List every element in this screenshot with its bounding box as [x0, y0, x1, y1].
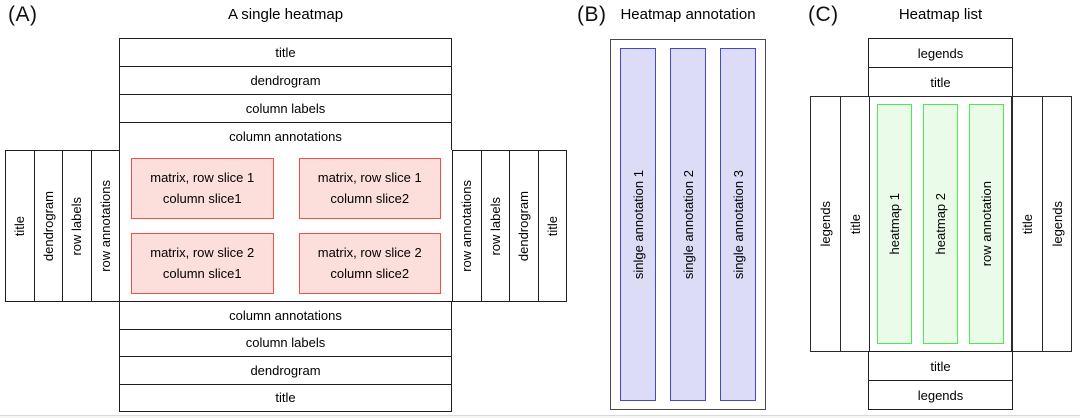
col-row-labels-label: row labels [69, 196, 85, 256]
col-row-labels-label: row labels [487, 196, 503, 256]
col-dendrogram-label: dendrogram [40, 190, 56, 262]
row-title: title [120, 383, 451, 412]
col-legends: legends [811, 97, 840, 351]
col-row-labels: row labels [480, 151, 510, 301]
col-title: title [6, 151, 34, 301]
col-title-label: title [544, 215, 560, 237]
matrix-cell-line2: column slice1 [162, 265, 242, 281]
annotation-bar-3-label: single annotation 3 [730, 169, 746, 280]
col-row-annotations: row annotations [90, 151, 120, 301]
col-dendrogram: dendrogram [33, 151, 63, 301]
annotation-bar-1-label: sinlge annotation 1 [630, 169, 646, 280]
row-column-labels: column labels [120, 94, 451, 122]
panel-a-left-columns: title dendrogram row labels row annotati… [5, 150, 120, 302]
matrix-cell-line1: matrix, row slice 2 [317, 245, 422, 261]
col-legends-label: legends [1049, 201, 1065, 247]
row-annotation-bar-label: row annotation [979, 181, 994, 267]
annotation-bar-2-label: single annotation 2 [680, 169, 696, 280]
col-title-label: title [1020, 213, 1035, 235]
panel-b-label: (B) [577, 3, 607, 26]
panel-c-title: Heatmap list [898, 6, 983, 23]
matrix-cell-r2c2: matrix, row slice 2 column slice2 [298, 233, 441, 294]
col-legends: legends [1042, 97, 1071, 351]
col-title: title [537, 151, 567, 301]
annotation-bar-1: sinlge annotation 1 [620, 48, 656, 401]
panel-c-top-stack: legends title [868, 38, 1013, 97]
panel-c-bottom-stack: title legends [868, 351, 1013, 410]
panel-a-right-columns: row annotations row labels dendrogram ti… [452, 150, 567, 302]
annotation-bar-3: single annotation 3 [720, 48, 756, 401]
heatmap-bar-1-label: heatmap 1 [887, 193, 902, 255]
row-column-annotations: column annotations [120, 122, 451, 150]
row-title: title [275, 45, 296, 60]
col-legends-label: legends [818, 201, 833, 247]
row-title: title [869, 67, 1012, 96]
bottom-strip [0, 416, 1080, 418]
row-legends: legends [869, 380, 1012, 409]
heatmap-bar-1: heatmap 1 [877, 104, 912, 344]
panel-b-annotation-box: sinlge annotation 1 single annotation 2 … [610, 39, 766, 410]
heatmap-bar-2: heatmap 2 [923, 104, 958, 344]
row-column-labels: column labels [120, 328, 451, 357]
row-dendrogram: dendrogram [120, 356, 451, 384]
col-row-annotations: row annotations [453, 151, 481, 301]
matrix-cell-r2c1: matrix, row slice 2 column slice1 [131, 233, 274, 294]
col-dendrogram-label: dendrogram [516, 190, 532, 262]
panel-a-title: A single heatmap [227, 6, 344, 23]
annotation-bar-2: single annotation 2 [670, 48, 706, 401]
matrix-cell-r1c2: matrix, row slice 1 column slice2 [298, 158, 441, 219]
panel-a-matrix-area: matrix, row slice 1 column slice1 matrix… [119, 150, 453, 302]
panel-c-label: (C) [808, 3, 839, 26]
matrix-cell-line1: matrix, row slice 1 [150, 170, 255, 186]
row-annotation-bar: row annotation [969, 104, 1004, 344]
panel-a-bottom-stack: column annotations column labels dendrog… [119, 301, 452, 412]
col-row-annotations-label: row annotations [97, 180, 113, 272]
col-title: title [1012, 97, 1042, 351]
matrix-cell-line2: column slice2 [330, 265, 410, 281]
row-title: title [930, 358, 951, 374]
col-title: title [840, 97, 869, 351]
bottom-divider [0, 415, 1080, 416]
col-row-annotations-label: row annotations [459, 180, 475, 272]
panel-b-title: Heatmap annotation [620, 6, 756, 23]
panel-a-label: (A) [8, 3, 38, 26]
matrix-cell-line2: column slice1 [162, 190, 242, 206]
col-dendrogram: dendrogram [509, 151, 538, 301]
row-dendrogram: dendrogram [120, 66, 451, 94]
matrix-cell-line1: matrix, row slice 2 [150, 245, 255, 261]
heatmap-bar-2-label: heatmap 2 [933, 193, 948, 255]
matrix-cell-line1: matrix, row slice 1 [317, 170, 422, 186]
matrix-cell-line2: column slice2 [330, 190, 410, 206]
row-legends: legends [917, 45, 964, 61]
col-title-label: title [847, 213, 863, 235]
panel-c-body-band: legends title heatmap 1 heatmap 2 row an… [810, 96, 1072, 352]
panel-c-heatmap-area: heatmap 1 heatmap 2 row annotation [869, 97, 1012, 351]
col-title-label: title [12, 215, 28, 237]
panel-a-top-stack: title dendrogram column labels column an… [119, 38, 452, 151]
matrix-cell-r1c1: matrix, row slice 1 column slice1 [131, 158, 274, 219]
row-column-annotations: column annotations [229, 307, 342, 323]
col-row-labels: row labels [62, 151, 91, 301]
